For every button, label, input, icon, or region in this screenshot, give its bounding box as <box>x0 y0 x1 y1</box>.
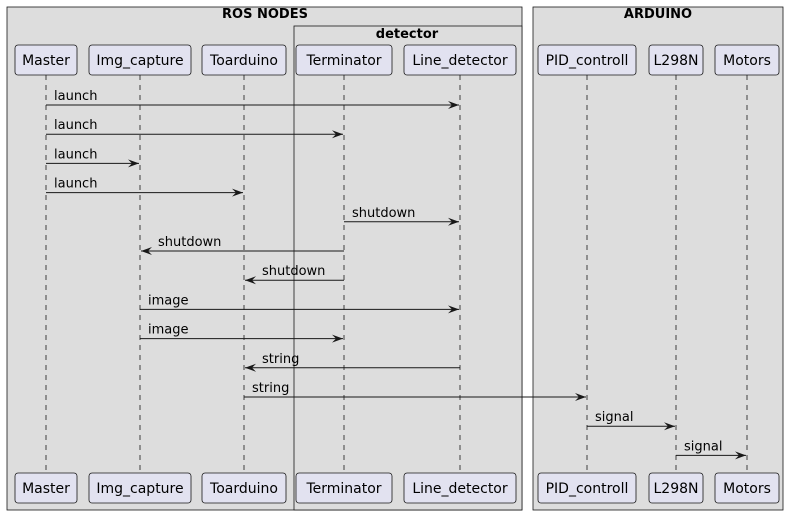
group-ros-nodes-title: ROS NODES <box>222 7 308 22</box>
message-7-arrowhead <box>448 305 459 314</box>
message-10-arrowhead <box>575 393 586 401</box>
participant-master-bottom-label: Master <box>22 481 70 497</box>
message-6-arrowhead <box>245 276 256 285</box>
participant-toarduino-top-label: Toarduino <box>209 53 278 69</box>
participant-terminator-top-box <box>295 44 393 76</box>
participant-pid_controll-top-box <box>537 44 637 76</box>
group-arduino-title: ARDUINO <box>624 7 692 22</box>
participant-line_detector-bottom-label: Line_detector <box>412 481 508 497</box>
participant-l298n-top-label: L298N <box>654 53 699 69</box>
message-12-arrowhead <box>735 451 746 460</box>
participant-line_detector-top-label: Line_detector <box>412 53 508 69</box>
participant-img_capture-bottom-box <box>88 472 192 504</box>
participant-master-top-box <box>14 44 78 76</box>
message-12-label: signal <box>684 439 722 454</box>
participant-pid_controll-bottom-box <box>537 472 637 504</box>
message-2-label: launch <box>54 147 97 162</box>
message-2-arrowhead <box>128 159 139 168</box>
participant-motors-bottom-label: Motors <box>723 481 771 497</box>
participant-line_detector-bottom-box <box>403 472 517 504</box>
message-7-label: image <box>148 293 189 308</box>
message-1-label: launch <box>54 118 97 133</box>
participant-line_detector-top-box <box>403 44 517 76</box>
participant-l298n-bottom-box <box>648 472 704 504</box>
message-10-label: string <box>252 381 289 396</box>
message-9-arrowhead <box>245 363 256 372</box>
participant-img_capture-top-label: Img_capture <box>96 53 183 69</box>
message-0-arrowhead <box>448 101 459 109</box>
message-11-arrowhead <box>664 422 675 431</box>
participant-l298n-top-box <box>648 44 704 76</box>
group-detector-title: detector <box>376 27 439 42</box>
participant-img_capture-top-box <box>88 44 192 76</box>
participant-terminator-bottom-box <box>295 472 393 504</box>
participant-toarduino-bottom-label: Toarduino <box>209 481 278 497</box>
participant-pid_controll-bottom-label: PID_controll <box>546 481 629 497</box>
group-detector <box>293 25 523 511</box>
message-5-label: shutdown <box>158 235 221 250</box>
message-4-arrowhead <box>448 217 459 226</box>
group-arduino <box>532 6 784 511</box>
participant-motors-top-box <box>714 44 780 76</box>
message-9-label: string <box>262 352 299 367</box>
message-1-arrowhead <box>332 130 343 139</box>
message-8-label: image <box>148 323 189 338</box>
message-0-label: launch <box>54 89 97 104</box>
message-11-label: signal <box>595 410 633 425</box>
participant-toarduino-top-box <box>201 44 287 76</box>
message-4-label: shutdown <box>352 206 415 221</box>
message-8-arrowhead <box>332 334 343 343</box>
participant-l298n-bottom-label: L298N <box>654 481 699 497</box>
participant-toarduino-bottom-box <box>201 472 287 504</box>
message-5-arrowhead <box>141 247 152 255</box>
message-6-label: shutdown <box>262 264 325 279</box>
participant-master-bottom-box <box>14 472 78 504</box>
participant-motors-top-label: Motors <box>723 53 771 69</box>
participant-img_capture-bottom-label: Img_capture <box>96 481 183 497</box>
participant-pid_controll-top-label: PID_controll <box>546 53 629 69</box>
participant-terminator-top-label: Terminator <box>305 53 381 69</box>
message-3-arrowhead <box>232 188 243 197</box>
message-3-label: launch <box>54 177 97 192</box>
participant-master-top-label: Master <box>22 53 70 69</box>
participant-terminator-bottom-label: Terminator <box>305 481 381 497</box>
participant-motors-bottom-box <box>714 472 780 504</box>
